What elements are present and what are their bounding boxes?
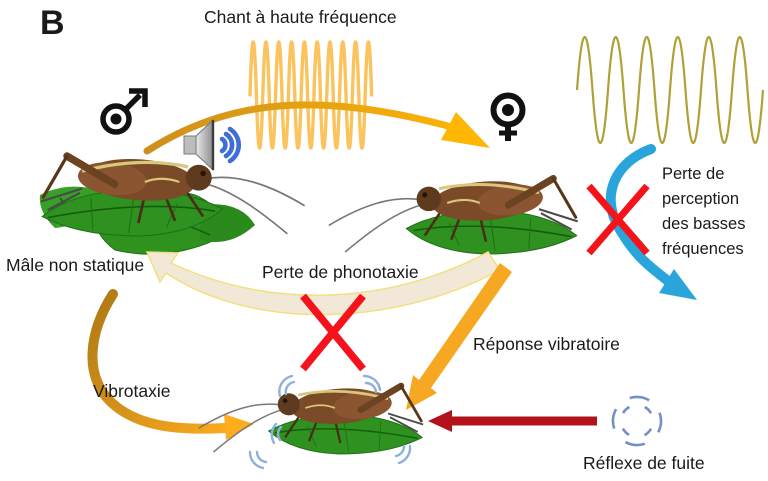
perception-loss-label: Perte de perception des basses fréquence…: [662, 162, 745, 262]
song-arrow: [143, 101, 490, 155]
cricket-vibration-arcs-icon: [248, 374, 412, 470]
high-frequency-wave-icon: [248, 40, 374, 150]
perception-loss-line1: Perte de: [662, 165, 725, 183]
red-x-phonotaxis-icon: [300, 293, 366, 372]
phonotaxis-loss-label: Perte de phonotaxie: [262, 262, 419, 282]
perception-loss-line3: des basses: [662, 215, 746, 233]
female-cricket-image: [329, 178, 578, 254]
red-x-perception-icon: [586, 183, 650, 256]
escape-vibration-icon: [611, 395, 663, 447]
escape-reflex-label: Réflexe de fuite: [583, 453, 705, 473]
vibratory-response-label: Réponse vibratoire: [473, 334, 620, 354]
vibratory-response-arrow: [406, 263, 512, 410]
perception-loss-line2: perception: [662, 190, 740, 208]
male-symbol-icon: [100, 88, 148, 135]
escape-reflex-arrow: [428, 410, 597, 432]
male-state-label: Mâle non statique: [6, 255, 145, 275]
vibrotaxis-label: Vibrotaxie: [93, 381, 171, 401]
perception-loss-arrow: [605, 144, 697, 300]
perception-loss-line4: fréquences: [662, 240, 744, 258]
female-symbol-icon: [490, 92, 526, 141]
song-label: Chant à haute fréquence: [204, 7, 397, 27]
low-frequency-wave-icon: [575, 36, 765, 144]
panel-label: B: [40, 4, 65, 42]
vibrotaxis-arrow: [87, 289, 254, 440]
speaker-icon: [183, 118, 241, 172]
